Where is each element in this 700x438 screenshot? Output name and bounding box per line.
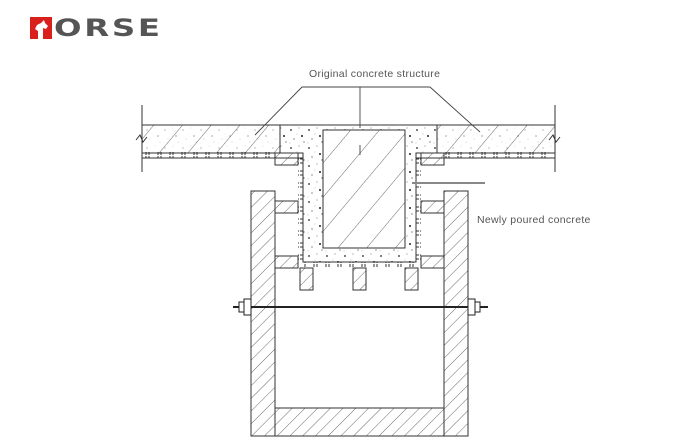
original-slab — [141, 124, 556, 159]
leader-lines — [254, 86, 485, 184]
horse-logo: ORSE — [30, 16, 160, 40]
form-blocks — [274, 152, 445, 291]
horse-logo-mark-icon — [30, 17, 52, 39]
new-concrete-label: Newly poured concrete — [477, 214, 591, 226]
break-lines — [135, 105, 561, 172]
logo-text: ORSE — [54, 14, 163, 42]
outer-formwork — [250, 190, 469, 437]
tie-rod — [233, 298, 488, 316]
original-column-hatch — [323, 130, 405, 248]
original-concrete-label: Original concrete structure — [309, 68, 441, 80]
